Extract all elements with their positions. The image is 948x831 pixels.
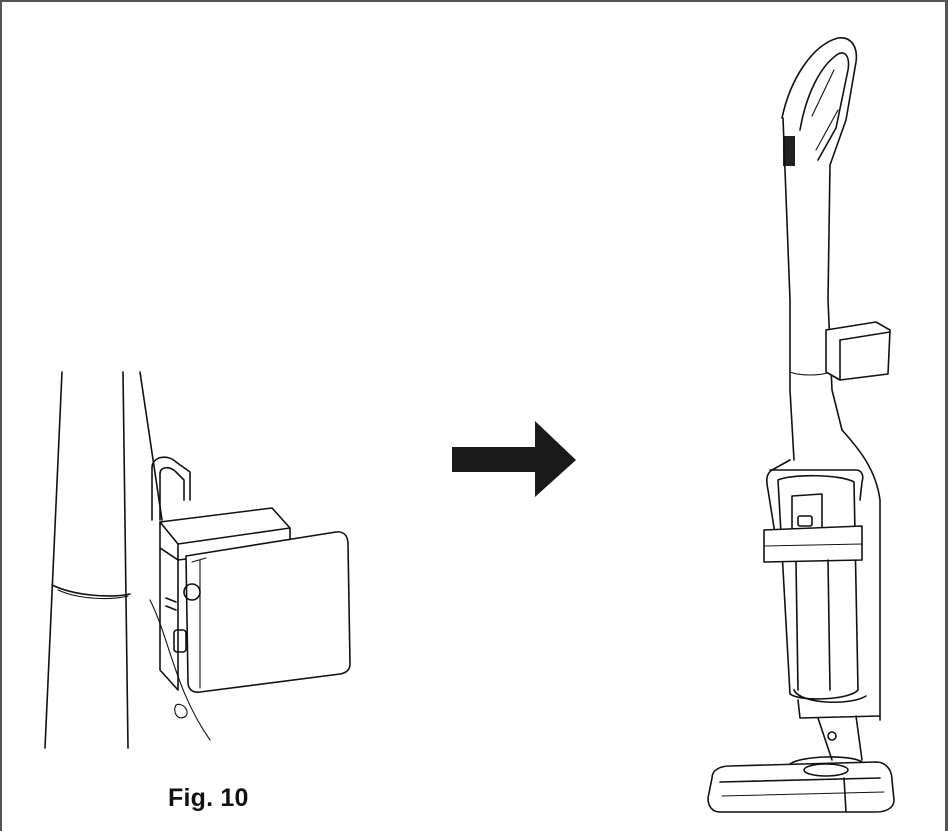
arrow-right-icon — [452, 421, 576, 497]
battery-closeup — [44, 371, 351, 749]
vacuum-cleaner-drawing — [707, 37, 895, 813]
figure-caption: Fig. 10 — [168, 784, 249, 812]
